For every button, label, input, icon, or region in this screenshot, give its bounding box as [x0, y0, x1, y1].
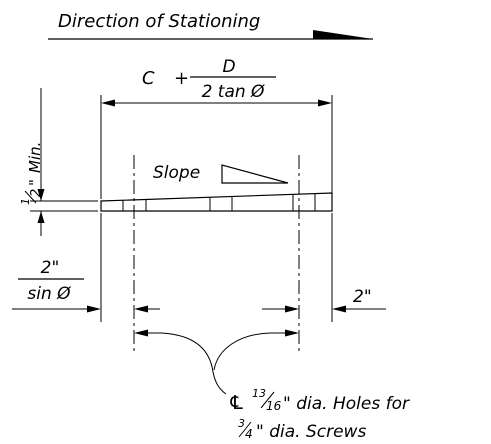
slope-label: Slope [153, 163, 200, 183]
dim-d-numerator: D [222, 57, 235, 77]
plate-hole-marks [122, 194, 316, 211]
screw-size-slash [238, 421, 252, 438]
hole-size-slash [260, 391, 275, 409]
centerline-symbol: ℄ [228, 392, 245, 414]
hole-note-line1: " dia. Holes for [283, 394, 410, 414]
screw-size-denominator: 4 [245, 427, 253, 441]
svg-text:1: 1 [19, 198, 32, 205]
svg-text:": " [26, 179, 44, 186]
hole-note-line2: " dia. Screws [256, 422, 366, 442]
left-dim-arrow-back-icon [134, 305, 148, 313]
screw-size-numerator: 3 [238, 417, 245, 430]
arrowhead-left-icon [101, 99, 115, 107]
svg-text:2: 2 [29, 189, 44, 197]
left-dim-numerator: 2" [41, 258, 60, 278]
leader-curve-left [161, 332, 227, 395]
right-dim-arrow-back-icon [332, 305, 346, 313]
arrowhead-right-icon [318, 99, 332, 107]
stationing-direction-arrow-icon [313, 30, 373, 39]
left-dim-denominator: sin Ø [27, 284, 71, 304]
left-dim-arrow-in-icon [87, 305, 101, 313]
direction-of-stationing-title: Direction of Stationing [58, 11, 260, 32]
right-dim-arrow-in-icon [285, 305, 299, 313]
dim-c-label: C [142, 68, 155, 89]
svg-text:Min.: Min. [26, 142, 44, 173]
right-dim-label: 2" [353, 287, 372, 307]
dim-2tan-denominator: 2 tan Ø [202, 82, 265, 102]
slope-triangle-icon [221, 164, 289, 184]
tapered-plate [100, 192, 333, 212]
hole-size-denominator: 16 [266, 399, 282, 413]
min-arrowhead-down-icon [37, 189, 45, 201]
dim-plus-sign: + [174, 68, 189, 89]
hole-arrowhead-right-icon [285, 329, 299, 337]
min-arrowhead-up-icon [37, 211, 45, 223]
leader-curve-right [213, 332, 271, 371]
hole-size-numerator: 13 [252, 387, 266, 400]
hole-arrowhead-left-icon [134, 329, 148, 337]
